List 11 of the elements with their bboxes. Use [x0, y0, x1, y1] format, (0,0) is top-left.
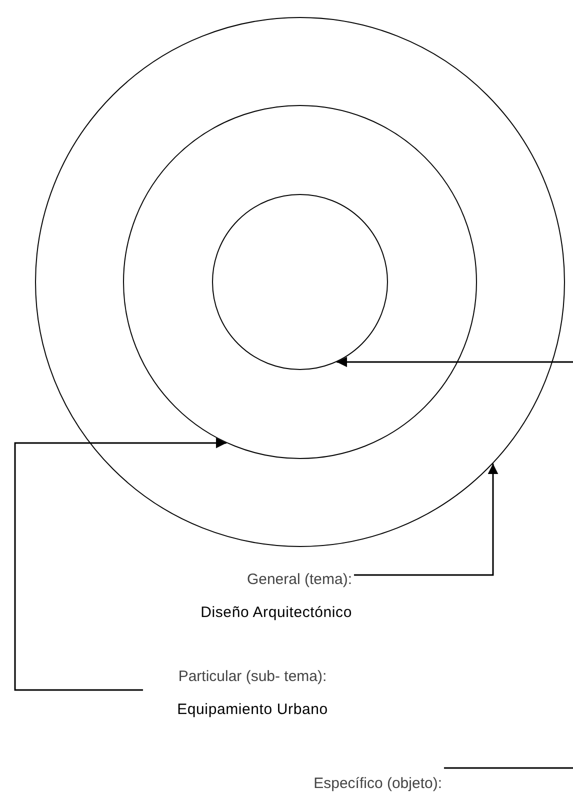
leader-line: [354, 464, 498, 576]
level-label: General (tema):: [246, 570, 352, 590]
ring-circle: [35, 17, 565, 547]
leader-line: [336, 356, 573, 769]
ring-circle: [123, 105, 477, 459]
topic-text: Diseño Arquitectónico: [200, 603, 352, 623]
ring-circle: [212, 194, 388, 370]
level-label: Específico (objeto):: [314, 774, 442, 794]
leader-line: [14, 438, 226, 691]
level-label: Particular (sub- tema):: [178, 667, 327, 687]
topic-text: Equipamiento Urbano: [177, 700, 328, 720]
